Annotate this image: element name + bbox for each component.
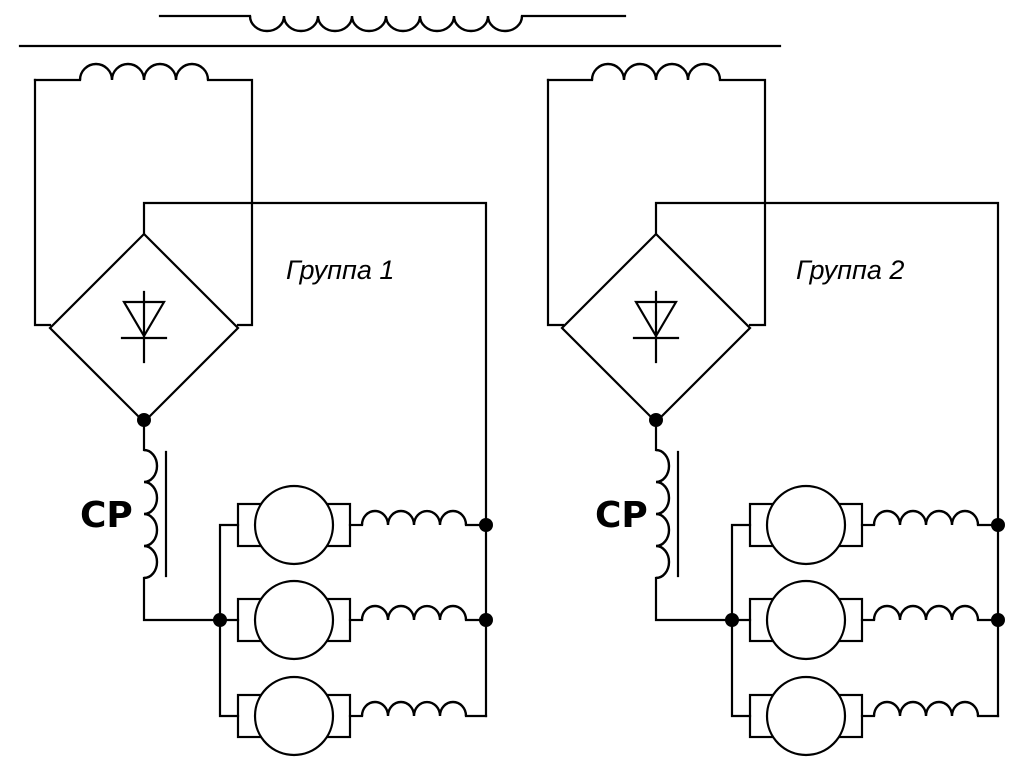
- secondary-winding-1: [33, 62, 254, 327]
- field-windings-2: [860, 509, 1000, 718]
- junction-dot: [649, 413, 663, 427]
- field-windings-1: [348, 509, 488, 718]
- group-2: СР Группа 2: [546, 62, 1005, 757]
- motor-1-3: [236, 675, 352, 757]
- smoothing-reactor-2: [654, 420, 734, 622]
- group-label-2: Группа 2: [796, 255, 904, 285]
- junction-dot: [479, 613, 493, 627]
- group-1: СР Группа 1: [33, 62, 493, 757]
- positive-bus-1: [142, 201, 488, 718]
- junction-dot: [991, 518, 1005, 532]
- positive-bus-2: [654, 201, 1000, 718]
- primary-winding: [158, 14, 627, 33]
- rectifier-bridge-2: [560, 232, 752, 424]
- junction-dot: [991, 613, 1005, 627]
- motor-2-2: [748, 579, 864, 661]
- motor-1-1: [236, 484, 352, 566]
- motor-2-3: [748, 675, 864, 757]
- group-label-1: Группа 1: [286, 255, 394, 285]
- junction-dot: [137, 413, 151, 427]
- smoothing-reactor-1: [142, 420, 222, 622]
- motor-1-2: [236, 579, 352, 661]
- junction-dot: [479, 518, 493, 532]
- reactor-label-1: СР: [80, 495, 133, 536]
- junction-dot: [725, 613, 739, 627]
- junction-dot: [213, 613, 227, 627]
- motor-2-1: [748, 484, 864, 566]
- secondary-winding-2: [546, 62, 767, 327]
- rectifier-bridge-1: [48, 232, 240, 424]
- reactor-label-2: СР: [595, 495, 648, 536]
